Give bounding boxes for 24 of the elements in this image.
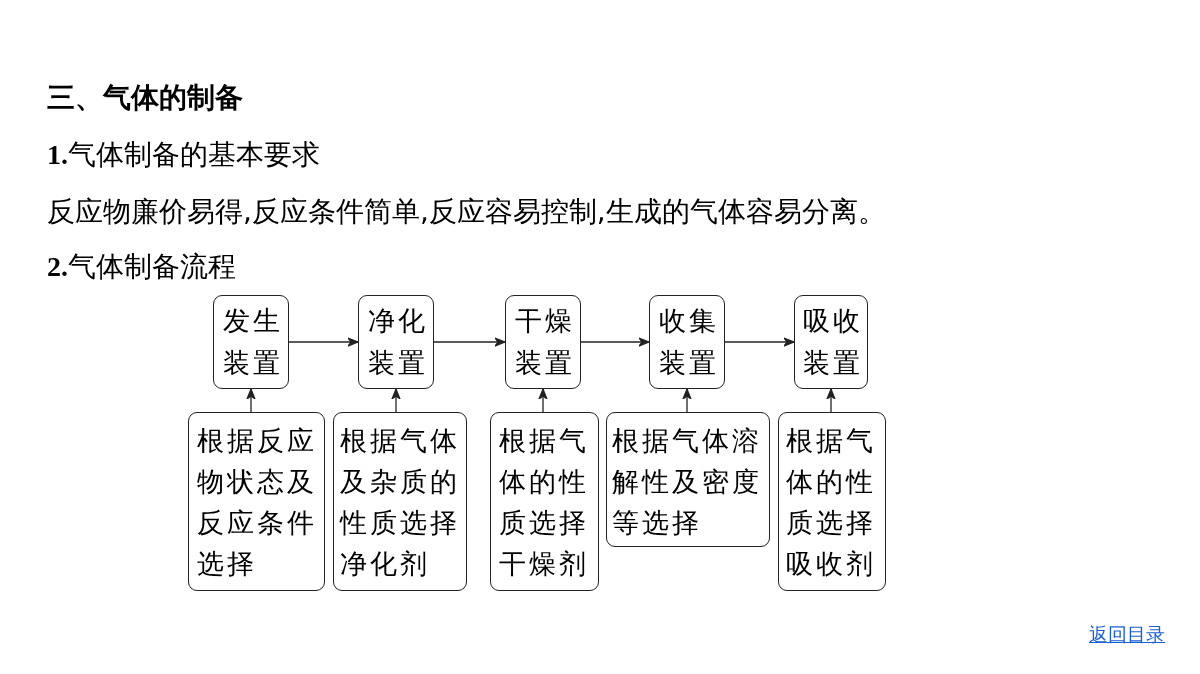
process-box: 发生装置 [213, 295, 289, 389]
note-box: 根据气体溶解性及密度等选择 [606, 412, 770, 547]
arrow [538, 388, 548, 413]
subheading: 1.气体制备的基本要求 [47, 137, 320, 173]
back-link: 返回目录 [1089, 622, 1165, 646]
note-box: 根据气体的性质选择吸收剂 [778, 412, 886, 591]
process-box: 吸收装置 [794, 295, 868, 389]
arrow [246, 388, 256, 413]
arrow [391, 388, 401, 413]
subheading: 2.气体制备流程 [47, 249, 236, 285]
process-box: 收集装置 [649, 295, 725, 389]
note-box: 根据反应物状态及反应条件选择 [188, 412, 325, 591]
arrow [580, 337, 650, 347]
arrow [682, 388, 692, 413]
arrow [433, 337, 506, 347]
arrow [724, 337, 795, 347]
body-text: 反应物廉价易得,反应条件简单,反应容易控制,生成的气体容易分离。 [47, 194, 886, 230]
arrow [288, 337, 359, 347]
section-heading: 三、气体的制备 [47, 80, 243, 116]
process-box: 干燥装置 [505, 295, 581, 389]
arrow [826, 388, 836, 413]
note-box: 根据气体的性质选择干燥剂 [490, 412, 599, 591]
process-box: 净化装置 [358, 295, 434, 389]
note-box: 根据气体及杂质的性质选择净化剂 [333, 412, 467, 591]
